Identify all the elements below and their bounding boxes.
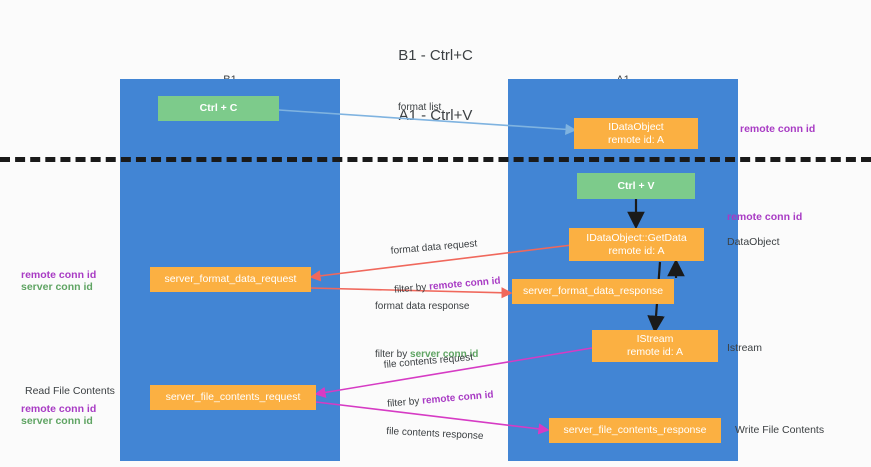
box-file-resp-label: server_file_contents_response xyxy=(563,424,707,436)
edge-label-format-list: format list xyxy=(398,102,442,113)
annotation-left-server-conn: server conn id xyxy=(21,281,93,293)
fmt-resp-filter-pre: filter by xyxy=(375,349,411,360)
box-istream[interactable]: IStream remote id: A xyxy=(592,330,718,362)
box-ctrl-v[interactable]: Ctrl + V xyxy=(577,173,695,199)
annotation-left2-remote-conn: remote conn id xyxy=(21,403,97,415)
title-line-1: B1 - Ctrl+C xyxy=(398,47,473,64)
edge-label-format-data-response: format data response filter by server co… xyxy=(375,274,478,387)
annotation-read-file-contents: Read File Contents xyxy=(25,385,115,397)
box-ctrl-v-label: Ctrl + V xyxy=(617,179,655,192)
box-fmt-resp-label: server_format_data_response xyxy=(522,285,664,297)
annotation-left2-server-conn: server conn id xyxy=(21,415,93,427)
fmt-resp-filter-key: server conn id xyxy=(410,349,479,360)
annotation-left-remote-conn: remote conn id xyxy=(21,269,97,281)
box-idataobject-line1: IDataObject xyxy=(608,120,664,133)
phase-separator xyxy=(0,157,871,162)
box-idataobject[interactable]: IDataObject remote id: A xyxy=(574,118,698,149)
edge-label-file-contents-response: file contents response filter by server … xyxy=(382,399,485,467)
box-istream-line2: remote id: A xyxy=(626,346,684,358)
box-idataobject-line2: remote id: A xyxy=(607,133,665,146)
box-getdata-line2: remote id: A xyxy=(608,244,665,257)
fmt-resp-title: format data response xyxy=(375,301,470,312)
annotation-istream: Istream xyxy=(727,342,763,354)
fmt-req-title: format data request xyxy=(390,238,478,257)
annotation-right-remote-conn-top: remote conn id xyxy=(740,123,816,135)
box-fmt-req-label: server_format_data_request xyxy=(164,273,297,285)
box-file-req-label: server_file_contents_request xyxy=(165,391,301,403)
annotation-dataobject: DataObject xyxy=(727,236,780,248)
box-ctrl-c-label: Ctrl + C xyxy=(199,102,238,114)
box-istream-line1: IStream xyxy=(636,333,674,345)
box-server-file-contents-request[interactable]: server_file_contents_request xyxy=(150,385,316,410)
file-req-title: file contents request xyxy=(383,352,474,371)
box-server-format-data-response[interactable]: server_format_data_response xyxy=(512,279,674,304)
box-ctrl-c[interactable]: Ctrl + C xyxy=(158,96,279,121)
box-getdata-line1: IDataObject::GetData xyxy=(586,231,687,244)
box-server-format-data-request[interactable]: server_format_data_request xyxy=(150,267,311,292)
box-server-file-contents-response[interactable]: server_file_contents_response xyxy=(549,418,721,443)
annotation-write-file-contents: Write File Contents xyxy=(735,424,825,436)
box-idataobject-getdata[interactable]: IDataObject::GetData remote id: A xyxy=(569,228,704,261)
file-resp-title: file contents response xyxy=(386,425,484,443)
fmt-resp-filter: filter by server conn id xyxy=(375,348,478,361)
annotation-right-remote-conn-mid: remote conn id xyxy=(727,211,803,223)
